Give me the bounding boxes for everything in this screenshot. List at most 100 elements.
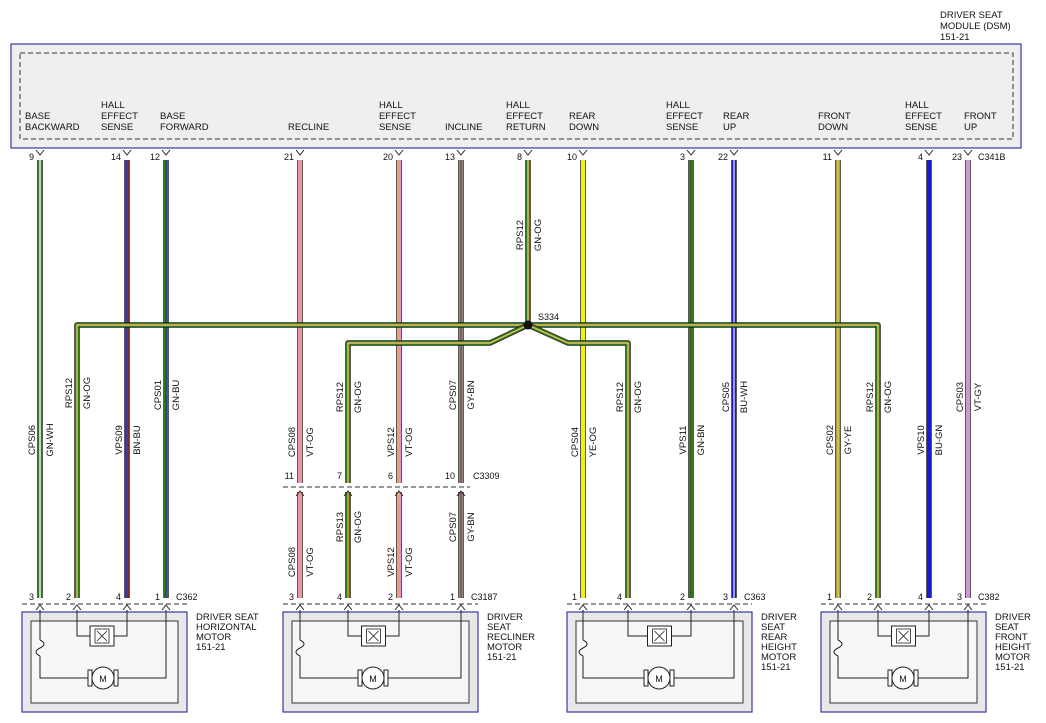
motor-pin-terminal	[295, 604, 305, 611]
wire-rps12-bus-outline	[74, 322, 881, 598]
label-vps09-color-code: BN-BU	[132, 425, 143, 455]
breaker-icon	[578, 639, 588, 657]
motor-label-line: HEIGHT	[761, 642, 797, 653]
label-vps11-circuit: VPS11	[678, 426, 689, 455]
motor-brush-right	[913, 669, 919, 687]
pin-terminal	[963, 149, 973, 156]
motor-lead-b	[582, 656, 644, 679]
breaker-icon	[35, 639, 45, 657]
label-cps08-upper-color-code: VT-OG	[305, 427, 316, 457]
c3309-terminal	[456, 490, 466, 497]
label-cps05-circuit: CPS05	[721, 382, 732, 412]
c3309-pin-number: 6	[388, 471, 393, 481]
module-pin-number: 3	[680, 152, 685, 162]
motor-pin-number: 4	[918, 592, 923, 602]
label-cps03-color-code: VT-GY	[973, 382, 984, 411]
motor-label-line: DRIVER	[487, 612, 523, 623]
motor-label-line: MOTOR	[995, 652, 1030, 663]
motor-label-line: MOTOR	[487, 642, 522, 653]
module-pin-number: 13	[445, 152, 455, 162]
module-pin-label: HALL	[379, 100, 403, 111]
wires	[37, 160, 971, 598]
pin-terminal	[833, 149, 843, 156]
motor-label-line: MOTOR	[761, 652, 796, 663]
motor-brush-right	[383, 669, 389, 687]
module-pin-label: HALL	[101, 100, 125, 111]
label-vps12-lower-circuit: VPS12	[386, 547, 397, 577]
motor-pin-terminal	[161, 604, 171, 611]
motor-icon	[91, 666, 115, 690]
module-title-line: 151-21	[940, 32, 970, 43]
motor-label-line: SEAT	[487, 622, 511, 633]
module-inner-dashed	[19, 52, 1014, 140]
module-pin-label: SENSE	[379, 122, 411, 133]
motor-label-line: REAR	[761, 632, 788, 643]
pin-terminal	[35, 149, 45, 156]
hall-sensor-inner	[94, 628, 110, 644]
motor-icon	[891, 666, 915, 690]
pin-terminal	[295, 149, 305, 156]
motor-pin-number: 2	[680, 592, 685, 602]
motor-pin-terminal	[35, 604, 45, 611]
motor-pin-number: 2	[867, 592, 872, 602]
motor-label-line: 151-21	[995, 662, 1025, 673]
label-vps12-upper-color-code: VT-OG	[404, 427, 415, 457]
c3309-terminal	[394, 490, 404, 497]
splice-dot	[523, 320, 533, 330]
module-pin-label: REAR	[723, 111, 750, 122]
module-pin-label: UP	[964, 122, 977, 133]
motor-lead-b	[837, 656, 888, 679]
motor-pin-number: 4	[337, 592, 342, 602]
label-rps12-b-color-code: GN-OG	[353, 381, 364, 413]
c3309-terminal	[343, 490, 353, 497]
motor-label-line: DRIVER	[761, 612, 797, 623]
motor-pin-number: 1	[450, 592, 455, 602]
label-vps10-circuit: VPS10	[916, 425, 927, 455]
label-rps12-d-color-code: GN-OG	[883, 381, 894, 413]
module-pin-label: REAR	[569, 111, 596, 122]
module-pin-number: 22	[718, 152, 728, 162]
label-cps02-circuit: CPS02	[825, 425, 836, 455]
module-pin-number: 12	[150, 152, 160, 162]
module-pin-label: HALL	[506, 100, 530, 111]
motor-lead-c	[918, 621, 969, 679]
breaker-icon	[295, 639, 305, 657]
pin-terminal	[394, 149, 404, 156]
label-cps07-lower-circuit: CPS07	[448, 512, 459, 542]
pin-terminal	[578, 149, 588, 156]
pin-terminal	[686, 149, 696, 156]
motor-connector-label: C363	[744, 592, 766, 602]
module-pin-label: FRONT	[964, 111, 997, 122]
module-pin-label: UP	[723, 122, 736, 133]
wire-rps12-recliner-outline	[345, 322, 530, 483]
module-pin-label: FRONT	[818, 111, 851, 122]
motor-pin-terminal	[394, 604, 404, 611]
motor-pin-terminal	[873, 604, 883, 611]
label-cps08-lower-circuit: CPS08	[287, 547, 298, 577]
c3309-pin-number: 11	[285, 471, 294, 481]
motor-pin-number: 1	[572, 592, 577, 602]
pin-terminal	[456, 149, 466, 156]
pin-terminal	[924, 149, 934, 156]
module-pin-label: RECLINE	[288, 122, 329, 133]
motor-pin-number: 4	[617, 592, 622, 602]
motor-label-line: RECLINER	[487, 632, 535, 643]
label-vps12-lower-color-code: VT-OG	[404, 547, 415, 577]
motor-pin-number: 1	[827, 592, 832, 602]
motor-label-line: 151-21	[196, 642, 226, 653]
module-pin-label: EFFECT	[506, 111, 543, 122]
pin-terminal	[161, 149, 171, 156]
label-cps04-color-code: YE-OG	[588, 427, 599, 458]
module-pin-number: 23	[952, 152, 962, 162]
label-cps08-upper-circuit: CPS08	[287, 427, 298, 457]
c3309-terminal	[295, 490, 305, 497]
hall-lead-left	[76, 621, 90, 637]
module-box	[10, 43, 1022, 149]
module-pin-number: 21	[284, 152, 294, 162]
hall-sensor-inner	[896, 628, 911, 644]
label-cps07-lower-color-code: GY-BN	[466, 512, 477, 541]
motor-lead-c	[674, 621, 735, 679]
